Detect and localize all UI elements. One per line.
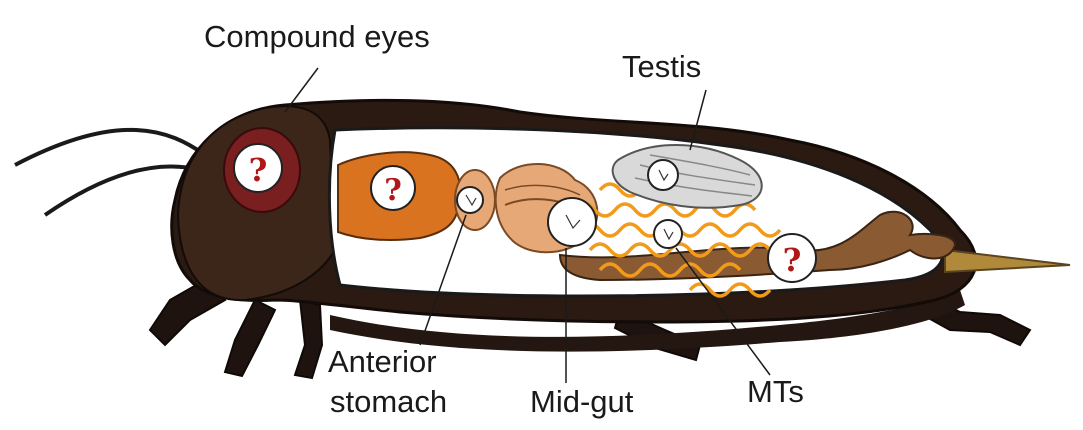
label-testis: Testis [622,50,701,84]
question-mark-crop: ? [384,173,402,208]
question-mark-eye: ? [249,151,268,189]
antenna-upper [15,130,205,165]
label-mid-gut: Mid-gut [530,385,633,419]
label-anterior-stomach-line1: Anterior [328,345,437,379]
question-mark-hindgut: ? [783,241,802,279]
label-mts: MTs [747,375,804,409]
ovipositor [945,250,1070,272]
label-compound-eyes: Compound eyes [204,20,430,54]
label-anterior-stomach-line2: stomach [330,385,447,419]
